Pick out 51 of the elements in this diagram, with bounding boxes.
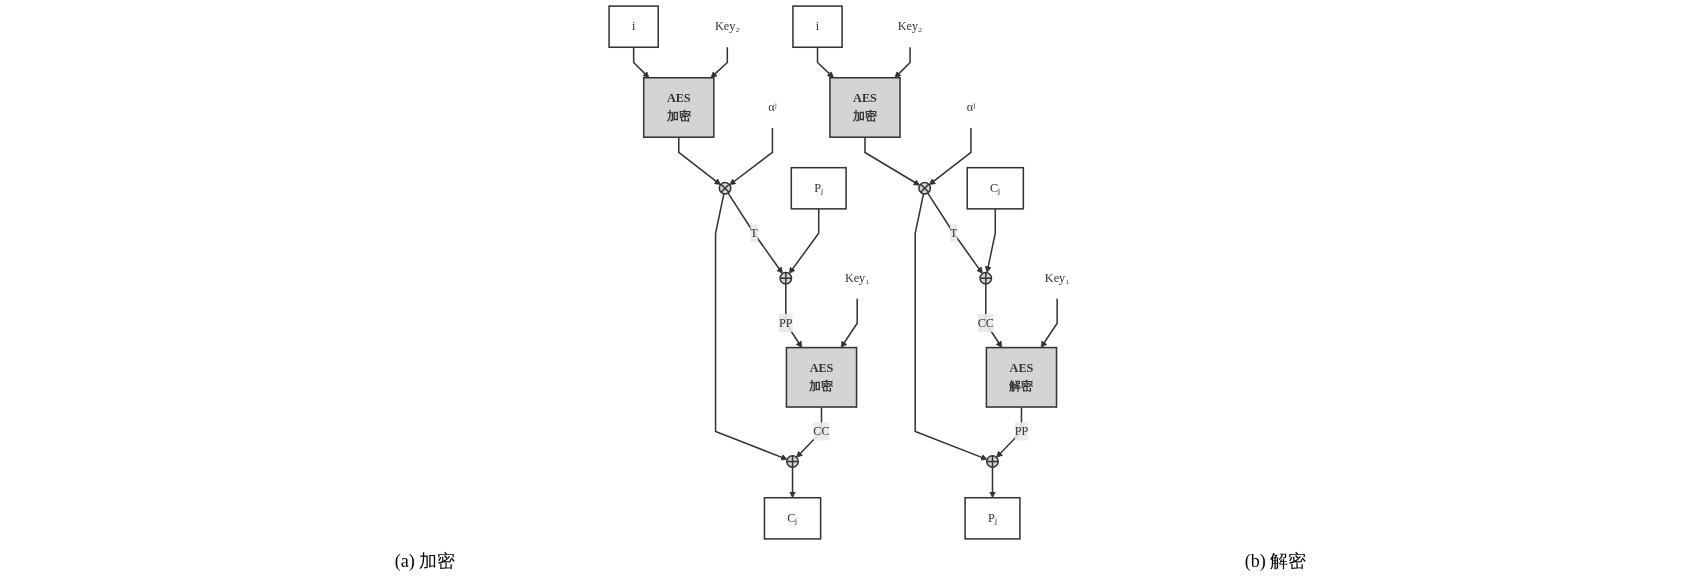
data-block: i <box>792 5 843 48</box>
input-label: Key₂ <box>714 19 740 33</box>
edge-label: T <box>750 226 758 240</box>
arrow <box>864 136 920 186</box>
arrow <box>914 193 988 461</box>
xor-operator <box>785 455 799 468</box>
arrow <box>729 127 773 186</box>
edge-label: CC <box>977 316 994 330</box>
panel-caption: (a) 加密 <box>394 550 456 573</box>
arrow <box>632 46 650 79</box>
arrow <box>840 298 858 348</box>
arrow <box>926 192 983 274</box>
input-label: αʲ <box>768 100 777 114</box>
cipher-block: AES 加密 <box>642 77 715 138</box>
data-block: Cⱼ <box>966 166 1024 210</box>
cipher-block: AES 解密 <box>985 346 1058 408</box>
arrow <box>988 466 996 499</box>
edge-label: CC <box>813 424 830 438</box>
cipher-block: AES 加密 <box>785 346 858 408</box>
xor-operator <box>985 455 999 468</box>
input-label: Key₁ <box>844 271 870 285</box>
arrow <box>677 136 721 186</box>
arrow <box>1040 298 1058 348</box>
arrow <box>788 208 820 274</box>
data-block: Pⱼ <box>790 166 847 210</box>
edge-label: PP <box>778 316 793 330</box>
xor-operator <box>979 271 993 285</box>
arrow <box>784 283 802 348</box>
input-label: αʲ <box>966 100 975 114</box>
arrow <box>928 127 972 186</box>
arrow <box>727 192 783 274</box>
edge-label: PP <box>1014 424 1029 438</box>
arrow <box>714 193 788 461</box>
arrow <box>816 46 834 79</box>
arrow <box>984 283 1002 348</box>
arrow <box>796 406 823 458</box>
input-label: Key₂ <box>897 19 923 33</box>
data-block: Cⱼ <box>763 497 822 540</box>
edge-label: T <box>949 226 958 240</box>
arrow <box>788 466 796 499</box>
arrow <box>984 208 996 273</box>
input-label: Key₁ <box>1044 271 1070 285</box>
panel-caption: (b) 解密 <box>1244 550 1307 573</box>
data-block: i <box>608 5 659 48</box>
arrow <box>894 46 911 79</box>
arrow <box>710 46 728 79</box>
cipher-block: AES 加密 <box>828 77 901 138</box>
xor-operator <box>779 271 793 285</box>
multiply-operator <box>918 181 931 195</box>
data-block: Pⱼ <box>964 497 1021 540</box>
multiply-operator <box>718 181 732 195</box>
